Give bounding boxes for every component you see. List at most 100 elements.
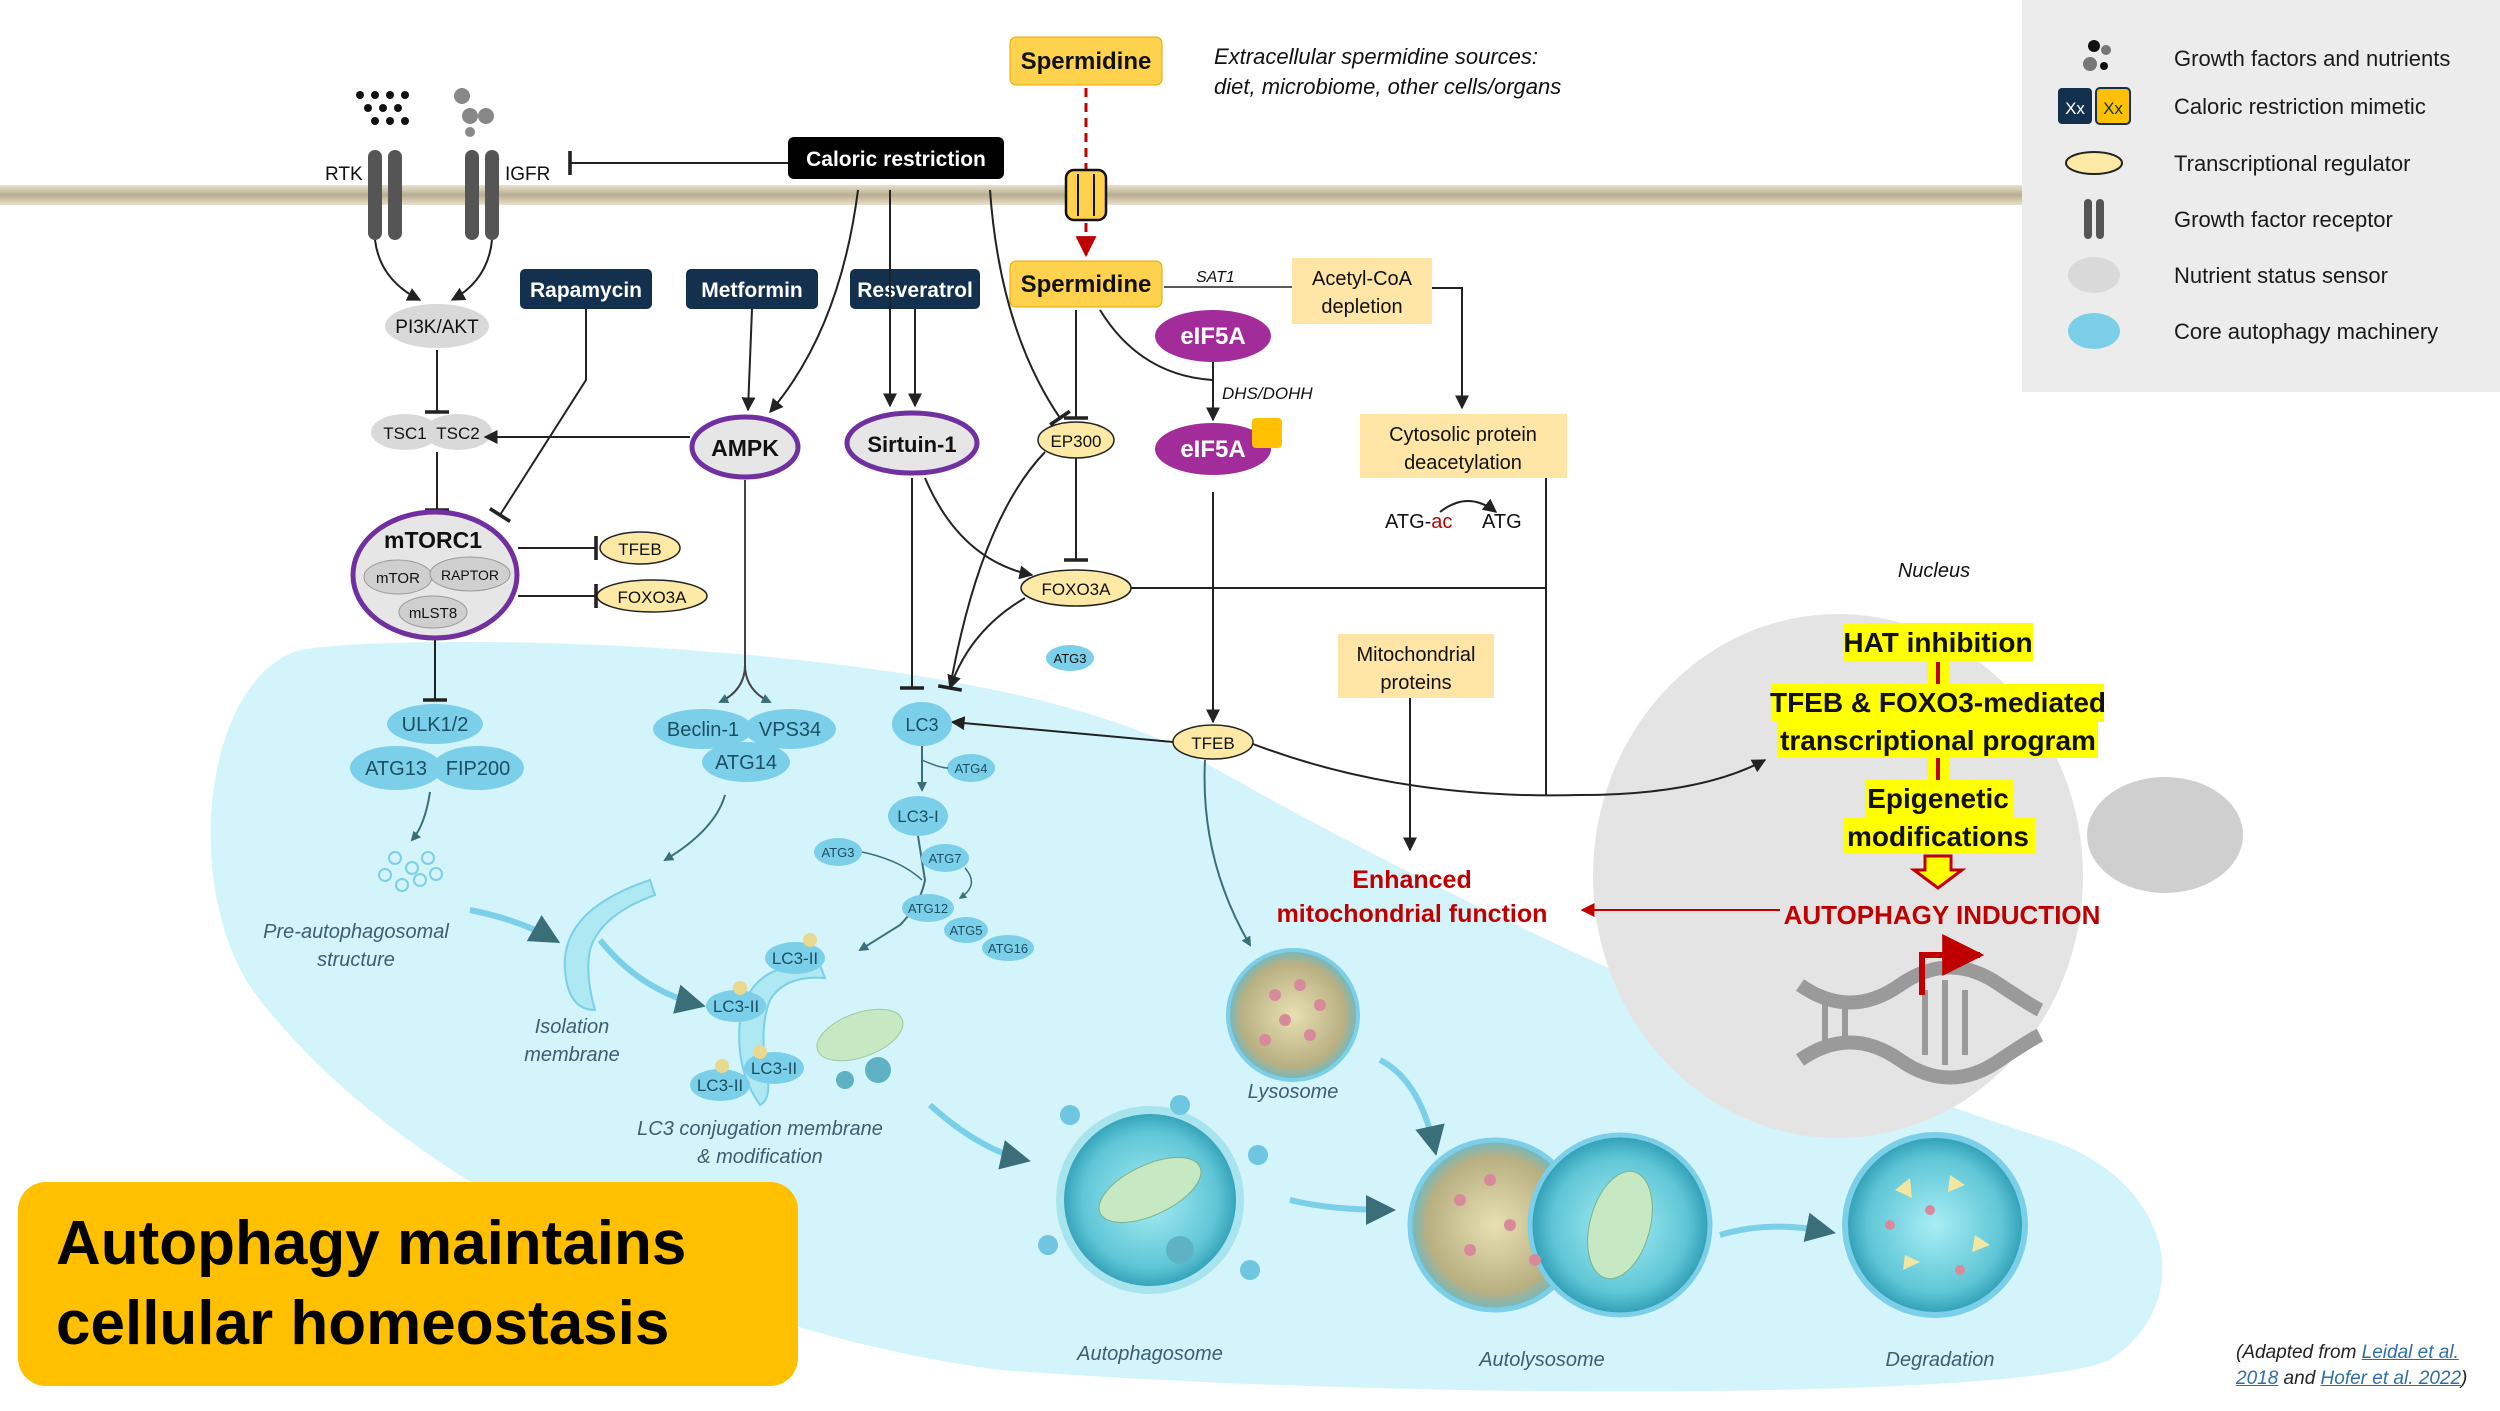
tfeb-node-inhibited [599, 531, 681, 565]
lysosome [1226, 948, 1360, 1082]
diagram-shape [371, 117, 379, 125]
diagram-shape [753, 1045, 767, 1059]
diagram-label: FOXO3A [618, 588, 688, 607]
diagram-shape [429, 867, 443, 881]
degradation-label: Degradation [1886, 1349, 1995, 1371]
diagram-connector [1289, 1194, 1396, 1225]
caloric-restriction-label: Caloric restriction [806, 148, 986, 171]
diagram-connector [1252, 743, 1767, 797]
diagram-shape [1885, 1220, 1895, 1230]
diagram-label: Xx [2103, 99, 2123, 118]
atg-deacetylated-label: ATG [1482, 511, 1522, 533]
autophagosome-label: Autophagosome [1076, 1343, 1223, 1365]
diagram-shape [1895, 1175, 1990, 1270]
mitochondrial-proteins-box [1338, 634, 1494, 698]
atg12-node [902, 894, 954, 922]
diagram-shape [386, 91, 394, 99]
diagram-connector [1203, 759, 1252, 947]
diagram-shape [371, 91, 379, 99]
diagram-label: LC3-II [713, 997, 759, 1016]
diagram-shape [379, 104, 387, 112]
nucleus-label: Nucleus [1898, 560, 1970, 582]
diagram-label: ULK1/2 [402, 714, 469, 736]
diagram-label: FIP200 [446, 758, 510, 780]
diagram-connector [1099, 309, 1213, 381]
lc3-i-node [888, 796, 948, 836]
diagram-label: TFEB [1191, 734, 1234, 753]
epigenetic-label-1: Epigenetic [1867, 783, 2009, 814]
diagram-connector [950, 716, 1174, 743]
reference-link-leidal[interactable]: Leidal et al. [2361, 1342, 2459, 1363]
diagram-shape [2101, 45, 2111, 55]
diagram-label: ATG5 [950, 923, 983, 938]
diagram-label: ATG12 [908, 901, 948, 916]
diagram-shape [1895, 1178, 1912, 1198]
spermidine-sources-line1: Extracellular spermidine sources: [1214, 44, 1538, 69]
diagram-connector [663, 794, 726, 862]
diagram-label: proteins [1380, 672, 1451, 694]
lc3-ii-node [744, 1052, 804, 1084]
diagram-connector [488, 309, 587, 523]
autolysosome [1407, 1132, 1713, 1318]
diagram-label: ATG14 [715, 752, 777, 774]
nutrient-dots-icon [454, 88, 494, 137]
diagram-label: EP300 [1050, 432, 1101, 451]
diagram-shape [1772, 684, 2104, 722]
diagram-shape [1060, 1105, 1080, 1125]
resveratrol-label: Resveratrol [857, 279, 973, 302]
blue-ellipse-icon [2068, 313, 2120, 349]
resveratrol-box [850, 269, 980, 309]
transcriptional-program-label-2: transcriptional program [1780, 725, 2096, 756]
atg16-node [982, 935, 1034, 961]
eif5a-node [1155, 310, 1271, 362]
diagram-shape [1948, 1175, 1965, 1192]
legend-label: Growth factors and nutrients [2174, 46, 2451, 71]
rapamycin-label: Rapamycin [530, 279, 642, 302]
metformin-box [686, 269, 818, 309]
diagram-label: mTOR [376, 570, 420, 587]
diagram-shape [1166, 1236, 1194, 1264]
diagram-shape [1529, 1254, 1541, 1266]
diagram-connector [1719, 1212, 1836, 1243]
receptor-icon [2084, 199, 2104, 239]
diagram-label: Mitochondrial [1357, 644, 1476, 666]
atg-acetylated-label: ATG-ac [1385, 511, 1452, 533]
diagram-shape [465, 150, 479, 240]
diagram-connector [989, 189, 1071, 427]
epigenetic-label-2: modifications [1847, 821, 2029, 852]
diagram-label: eIF5A [1180, 436, 1245, 463]
diagram-label: Acetyl-CoA [1312, 268, 1413, 290]
diagram-label: eIF5A [1180, 323, 1245, 350]
title-line-1: Autophagy maintains [56, 1209, 687, 1278]
diagram-shape [364, 104, 372, 112]
autophagy-induction-label: AUTOPHAGY INDUCTION [1784, 900, 2101, 930]
diagram-label: TSC2 [436, 424, 479, 443]
atg14-node [702, 742, 790, 782]
diagram-connector [450, 239, 493, 301]
title-line-2: cellular homeostasis [56, 1289, 670, 1358]
ulk1-2-node [387, 704, 483, 744]
reference-link-hofer[interactable]: Hofer et al. 2022 [2320, 1368, 2462, 1389]
diagram-shape [2068, 257, 2120, 293]
reference-link-leidal-year[interactable]: 2018 [2236, 1368, 2279, 1389]
diagram-shape [2083, 57, 2097, 71]
diagram-label: mTORC1 [384, 527, 482, 553]
diagram-connector [958, 867, 973, 899]
down-arrow-icon [1909, 854, 1967, 890]
isolation-membrane-shape [563, 878, 657, 1012]
fip200-node [432, 746, 524, 790]
spermidine-extracellular-label: Spermidine [1021, 48, 1152, 75]
autolysosome-label: Autolysosome [1478, 1349, 1605, 1371]
diagram-shape [368, 150, 382, 240]
diagram-label: Beclin-1 [667, 719, 739, 741]
beclin-1-node [653, 709, 753, 749]
diagram-connector [597, 938, 706, 1014]
diagram-shape [1294, 979, 1306, 991]
diagram-shape [1778, 722, 2098, 758]
diagram-shape [1865, 780, 2013, 818]
caloric-restriction-box [788, 137, 1004, 179]
legend-row: Growth factors and nutrients [2022, 38, 2500, 78]
legend-row: Nutrient status sensor [2022, 255, 2500, 295]
legend-label: Caloric restriction mimetic [2174, 94, 2426, 119]
lysosome-label: Lysosome [1248, 1081, 1339, 1103]
